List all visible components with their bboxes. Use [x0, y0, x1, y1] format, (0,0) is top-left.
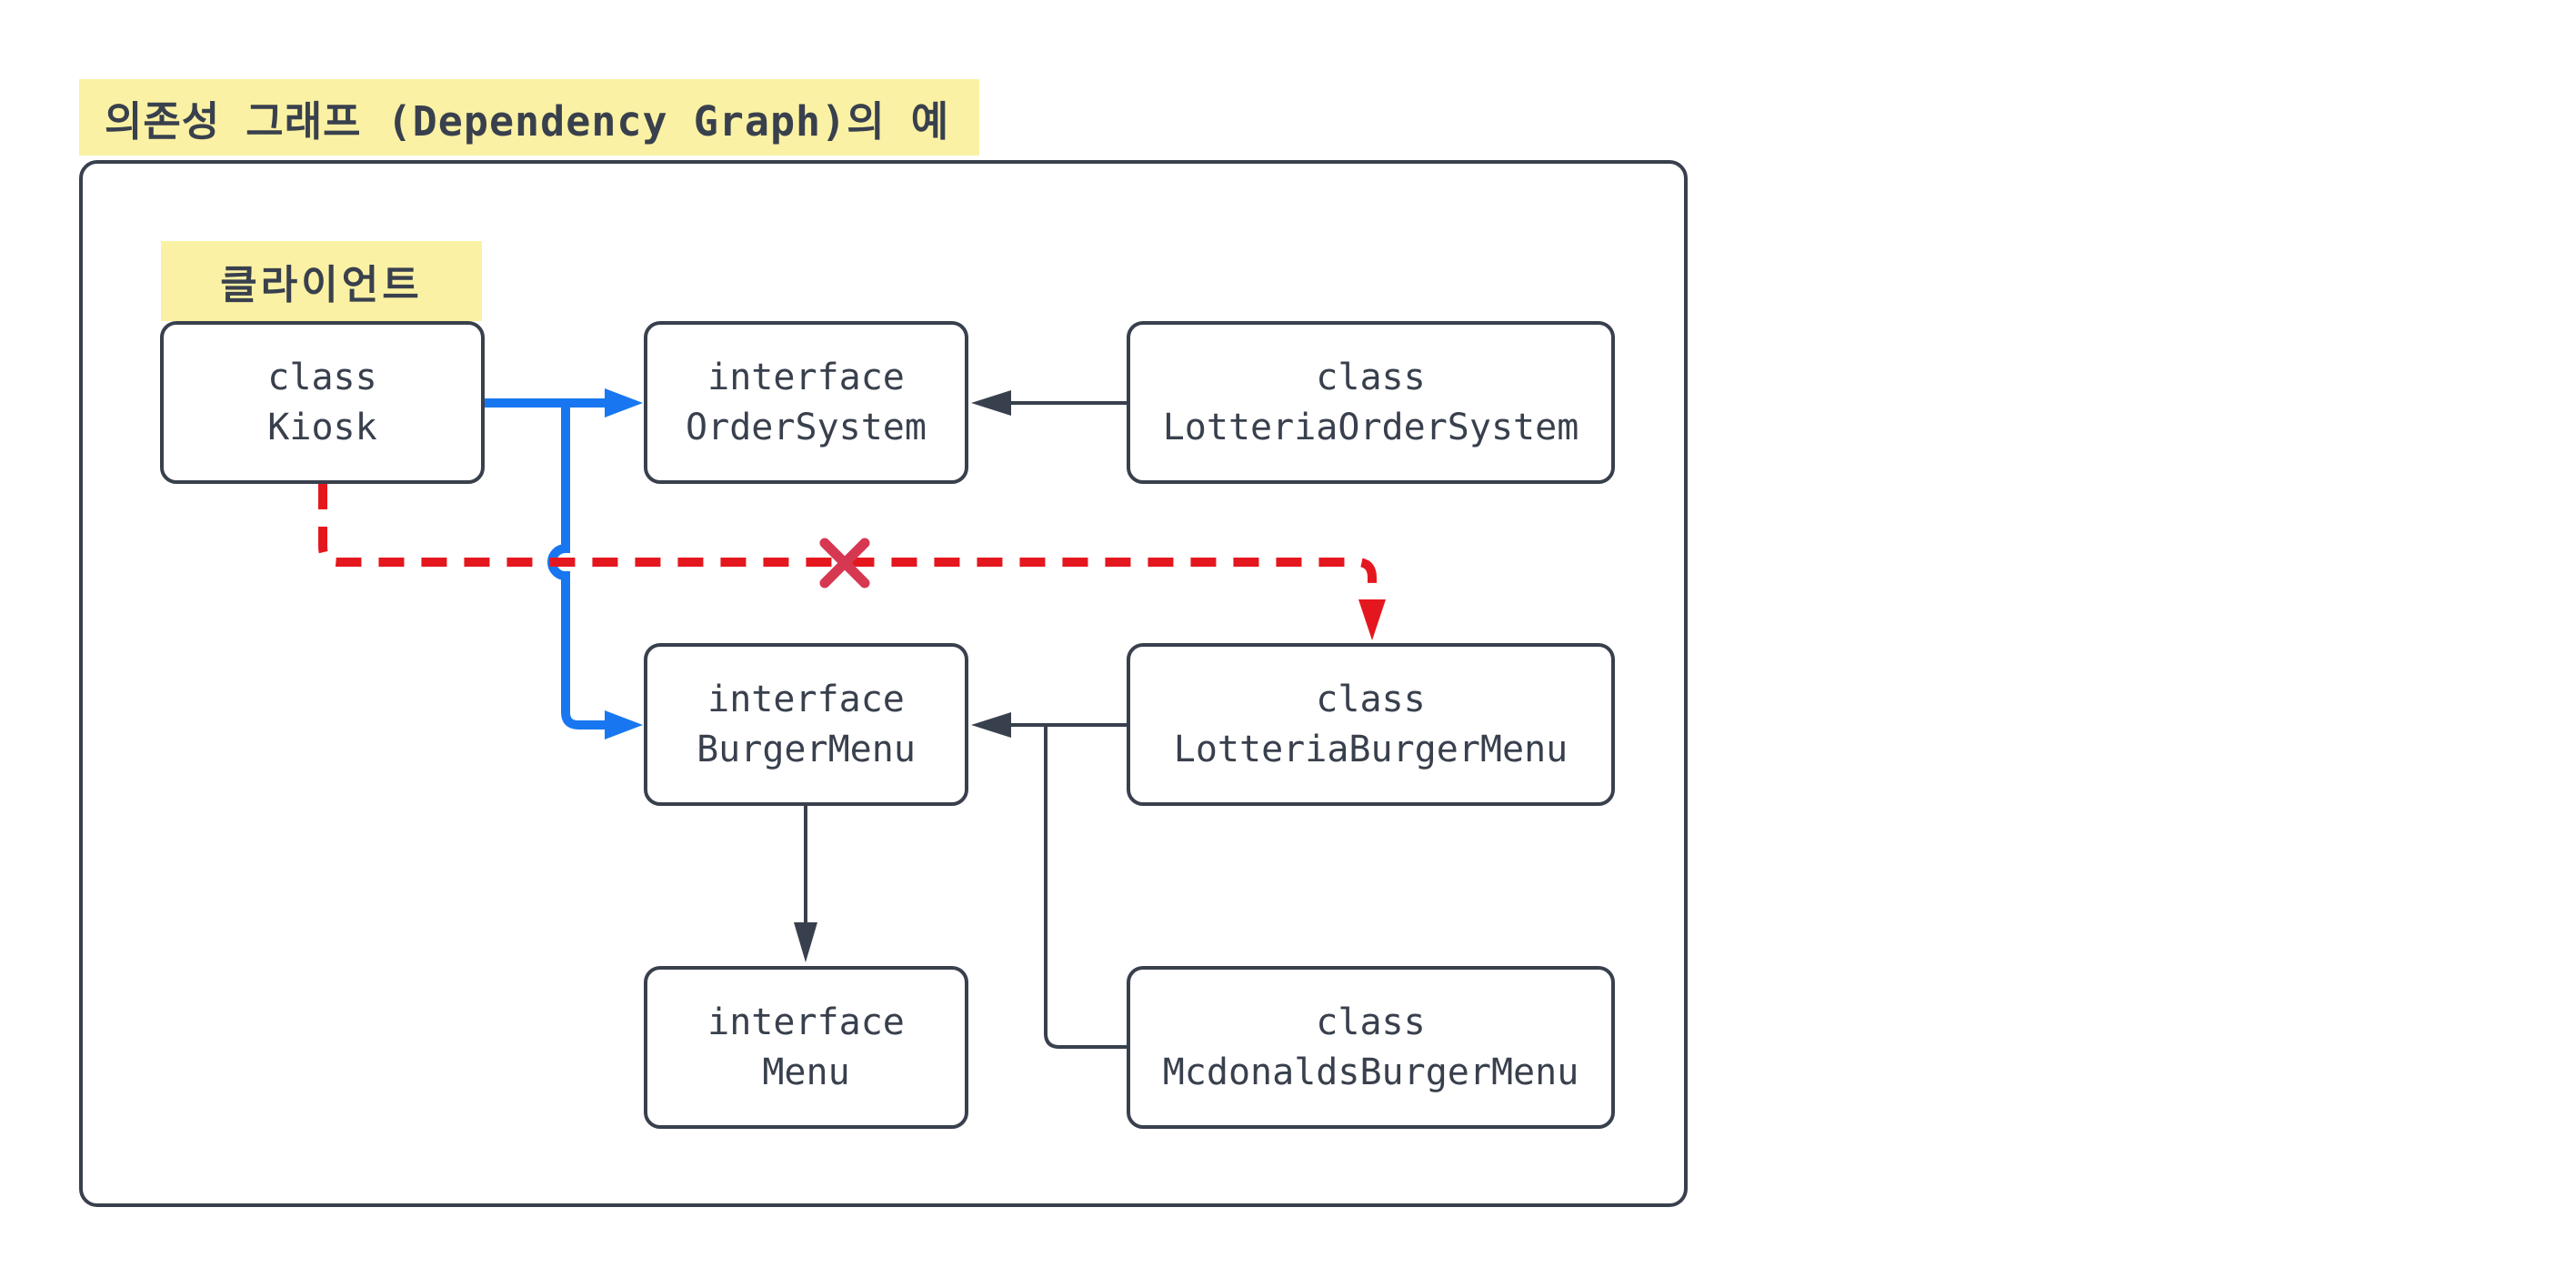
node-menu-name: Menu [762, 1051, 850, 1093]
node-order-system-keyword: interface [707, 356, 905, 398]
node-burger-menu: interface BurgerMenu [644, 643, 968, 806]
node-kiosk-name: Kiosk [267, 406, 377, 448]
node-burger-menu-name: BurgerMenu [697, 728, 916, 770]
node-mcdonalds-burger-menu-keyword: class [1316, 1001, 1426, 1043]
node-menu: interface Menu [644, 966, 968, 1129]
node-lotteria-order-system-keyword: class [1316, 356, 1426, 398]
client-label-highlight: 클라이언트 [161, 241, 482, 321]
node-lotteria-order-system: class LotteriaOrderSystem [1127, 321, 1615, 484]
node-lotteria-burger-menu: class LotteriaBurgerMenu [1127, 643, 1615, 806]
node-mcdonalds-burger-menu: class McdonaldsBurgerMenu [1127, 966, 1615, 1129]
node-order-system: interface OrderSystem [644, 321, 968, 484]
node-lotteria-burger-menu-keyword: class [1316, 678, 1426, 720]
node-lotteria-burger-menu-name: LotteriaBurgerMenu [1173, 728, 1569, 770]
node-menu-keyword: interface [707, 1001, 905, 1043]
node-mcdonalds-burger-menu-name: McdonaldsBurgerMenu [1162, 1051, 1579, 1093]
node-lotteria-order-system-name: LotteriaOrderSystem [1162, 406, 1579, 448]
diagram-title-highlight: 의존성 그래프 (Dependency Graph)의 예 [79, 79, 979, 156]
diagram-title: 의존성 그래프 (Dependency Graph)의 예 [105, 96, 950, 146]
node-kiosk-keyword: class [267, 356, 377, 398]
client-label: 클라이언트 [220, 262, 423, 308]
node-kiosk: class Kiosk [160, 321, 485, 484]
node-burger-menu-keyword: interface [707, 678, 905, 720]
node-order-system-name: OrderSystem [686, 406, 927, 448]
